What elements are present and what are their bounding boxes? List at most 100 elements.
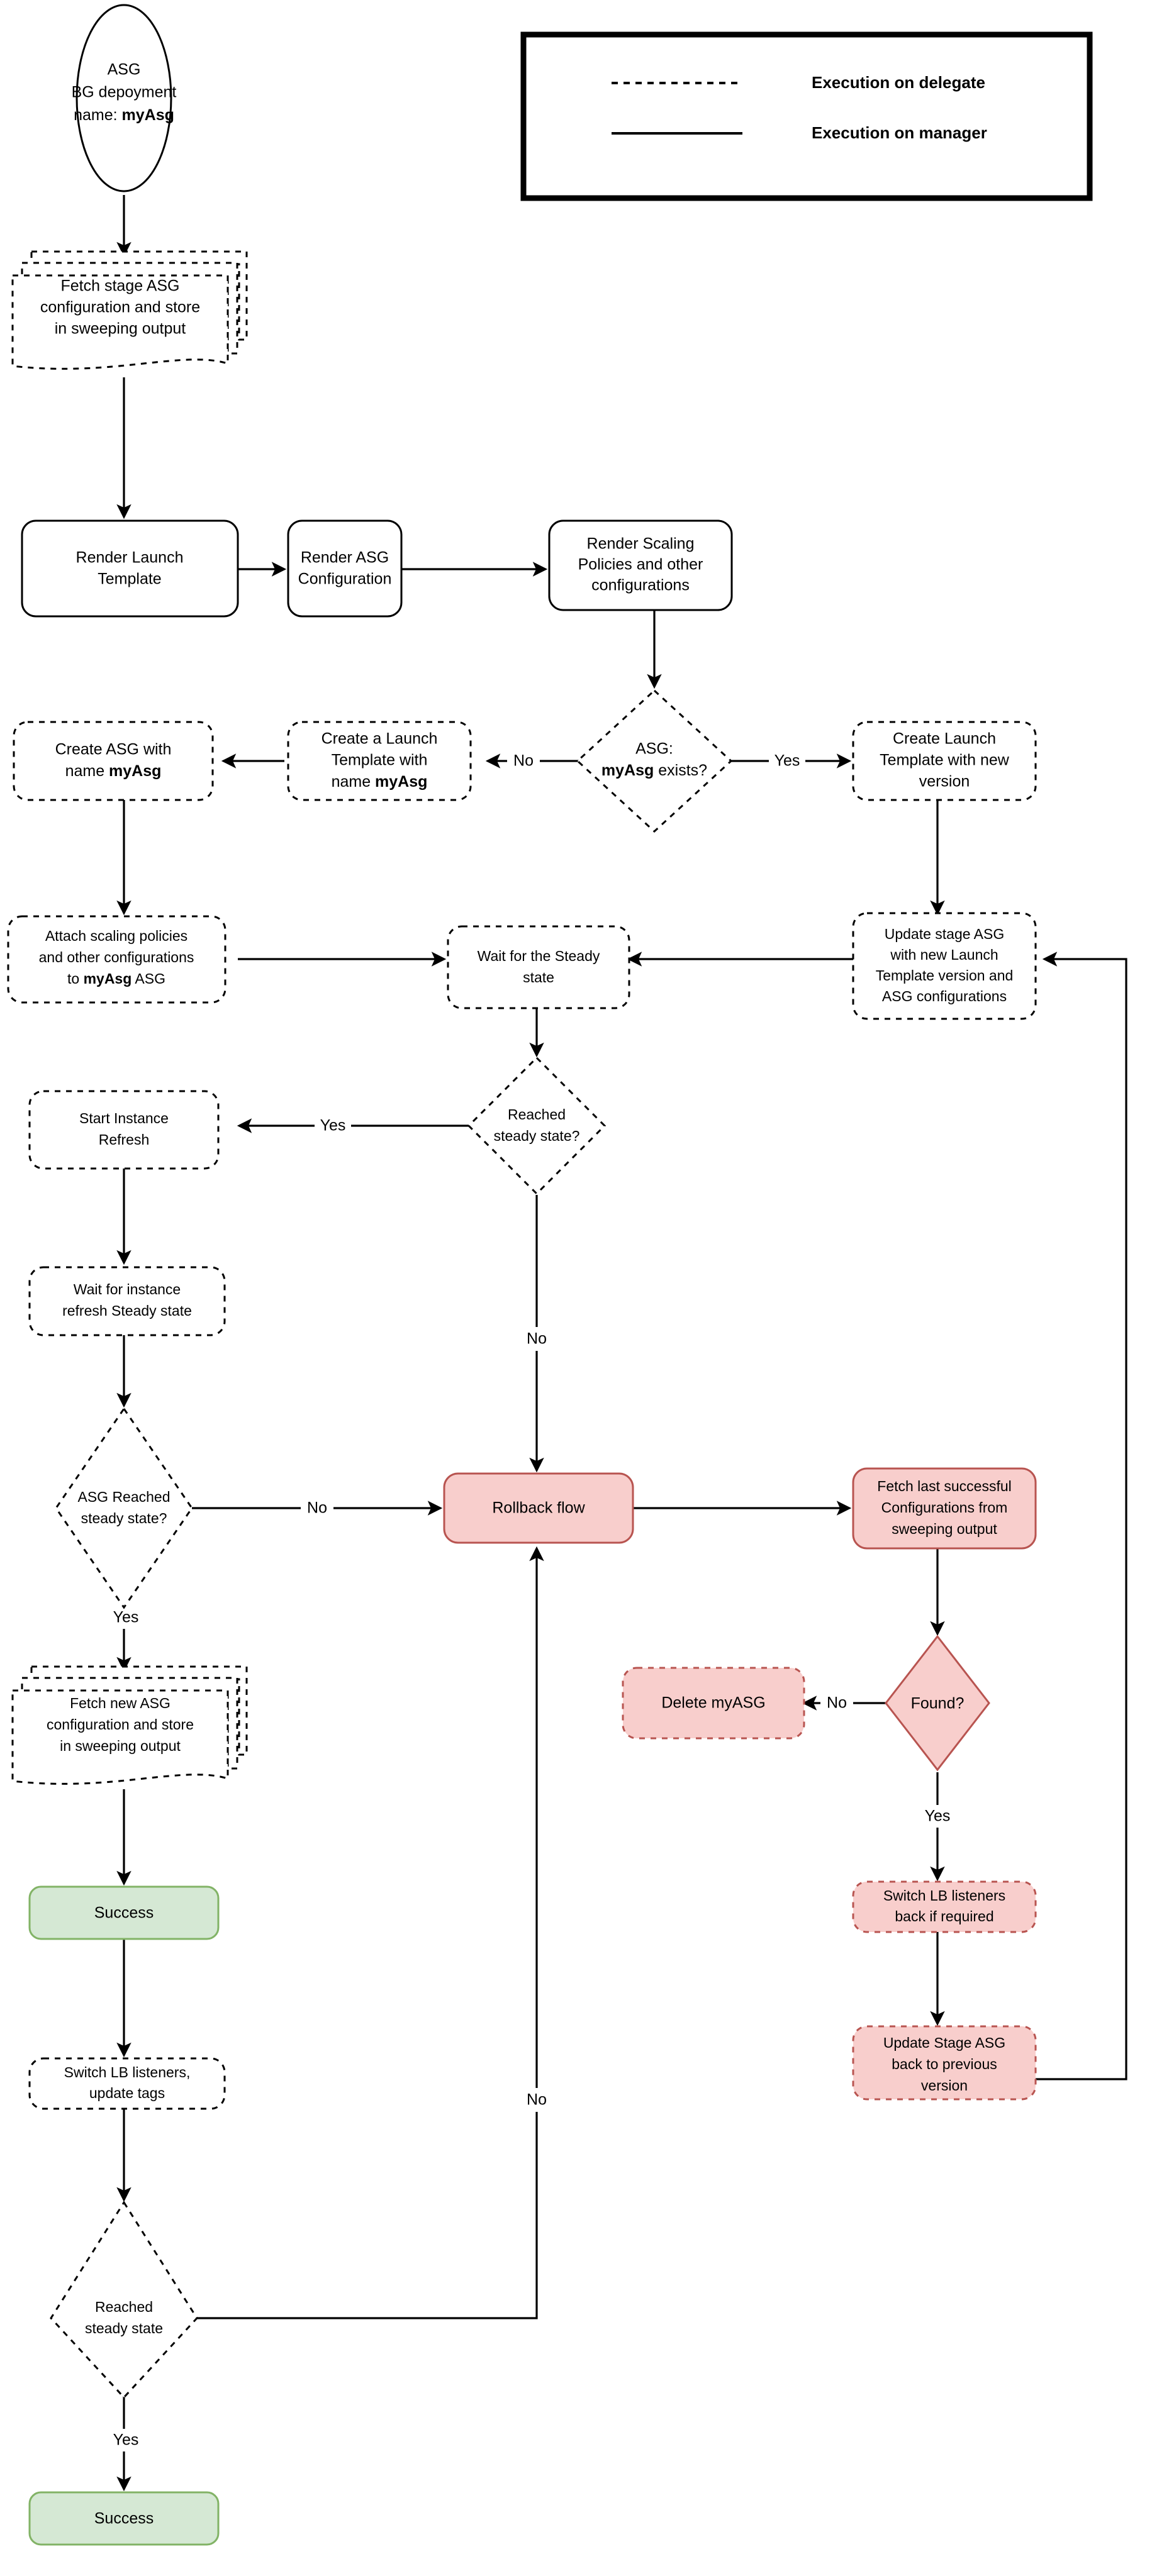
create-asg-myasg-box[interactable] [13, 721, 214, 801]
create-launch-template-new-version-box[interactable] [852, 721, 1037, 801]
create-lt-myasg-line3: name myAsg [332, 773, 428, 791]
start-ellipse[interactable] [75, 4, 172, 192]
edge-label-reached2-no: No [527, 2091, 547, 2109]
reached-steady-state-1-diamond[interactable] [467, 1056, 607, 1196]
update-stage-asg-box[interactable] [852, 912, 1037, 1020]
asg-reached-steady-state-diamond[interactable] [55, 1407, 193, 1609]
node-wait-instance-refresh[interactable]: Wait for instance refresh Steady state [28, 1266, 226, 1336]
success-2-box[interactable] [28, 2491, 220, 2546]
node-switch-lb-listeners-back[interactable]: Switch LB listeners back if required [852, 1880, 1037, 1933]
switch-lb-tags-line1: Switch LB listeners, [64, 2064, 191, 2080]
found-label: Found? [911, 1695, 965, 1713]
render-scaling-policies-line2: Policies and other [578, 556, 703, 574]
node-reached-steady-state-1[interactable]: Reached steady state? [467, 1056, 607, 1196]
attach-scaling-line2: and other configurations [39, 949, 194, 965]
node-update-stage-asg-previous[interactable]: Update Stage ASG back to previous versio… [852, 2025, 1037, 2101]
fetch-stage-label-line1: Fetch stage ASG [61, 277, 180, 295]
fetch-last-line2: Configurations from [881, 1499, 1008, 1516]
start-label-line3: name: myAsg [74, 106, 174, 124]
create-launch-template-myasg-box[interactable] [287, 721, 472, 801]
switch-lb-tags-line2: update tags [89, 2085, 165, 2101]
success-1-label: Success [94, 1904, 154, 1922]
node-attach-scaling-policies[interactable]: Attach scaling policies and other config… [7, 915, 226, 1004]
create-lt-newver-line1: Create Launch [893, 730, 996, 748]
node-rollback-flow[interactable]: Rollback flow [443, 1472, 634, 1544]
delete-myasg-box[interactable] [622, 1667, 805, 1740]
rollback-flow-box[interactable] [443, 1472, 634, 1544]
create-asg-myasg-line1: Create ASG with [55, 741, 172, 758]
fetch-last-line3: sweeping output [892, 1521, 997, 1537]
legend-label-delegate: Execution on delegate [812, 73, 985, 92]
node-switch-lb-listeners-update-tags[interactable]: Switch LB listeners, update tags [28, 2057, 226, 2110]
wait-instance-refresh-line1: Wait for instance [74, 1281, 181, 1297]
reached-steady-state-2-diamond[interactable] [50, 2201, 198, 2399]
render-launch-template-box[interactable] [21, 519, 239, 618]
node-render-scaling-policies[interactable]: Render Scaling Policies and other config… [548, 519, 733, 611]
rollback-flow-label: Rollback flow [492, 1499, 585, 1517]
asg-exists-diamond[interactable] [576, 689, 733, 833]
render-asg-configuration-box[interactable] [287, 519, 403, 618]
node-update-stage-asg[interactable]: Update stage ASG with new Launch Templat… [852, 912, 1037, 1020]
node-wait-steady-state[interactable]: Wait for the Steady state [447, 925, 630, 1009]
found-diamond[interactable] [885, 1635, 990, 1772]
node-render-launch-template[interactable]: Render Launch Template [21, 519, 239, 618]
node-start[interactable]: ASG BG depoyment name: myAsg [72, 4, 177, 192]
update-stage-asg-line4: ASG configurations [882, 988, 1007, 1004]
node-reached-steady-state-2[interactable]: Reached steady state [50, 2201, 198, 2399]
reached-steady-2-line1: Reached [95, 2299, 153, 2315]
asg-reached-line2: steady state? [81, 1510, 167, 1526]
switch-lb-listeners-update-tags-box[interactable] [28, 2057, 226, 2110]
node-start-instance-refresh[interactable]: Start Instance Refresh [28, 1090, 220, 1170]
wait-steady-state-box[interactable] [447, 925, 630, 1009]
wait-steady-line1: Wait for the Steady [478, 948, 600, 964]
asg-exists-line2: myAsg exists? [601, 762, 707, 779]
node-fetch-stage-asg[interactable]: Fetch stage ASG configuration and store … [11, 250, 248, 370]
wait-instance-refresh-box[interactable] [28, 1266, 226, 1336]
edge-label-asg-reached-yes: Yes [113, 1609, 139, 1626]
update-stage-asg-line1: Update stage ASG [885, 926, 1005, 942]
fetch-stage-doc-back1 [21, 262, 238, 355]
node-create-launch-template-new-version[interactable]: Create Launch Template with new version [852, 721, 1037, 801]
reached-steady-1-line1: Reached [508, 1106, 566, 1123]
update-stage-asg-line2: with new Launch [890, 947, 998, 963]
start-label-line1: ASG [108, 61, 141, 79]
reached-steady-1-line2: steady state? [494, 1128, 580, 1144]
node-create-launch-template-myasg[interactable]: Create a Launch Template with name myAsg [287, 721, 472, 801]
update-prev-line3: version [921, 2077, 968, 2094]
node-success-1[interactable]: Success [28, 1885, 220, 1940]
render-asg-configuration-line1: Render ASG [301, 549, 389, 567]
attach-scaling-policies-box[interactable] [7, 915, 226, 1004]
fetch-last-line1: Fetch last successful [877, 1478, 1011, 1494]
create-lt-newver-line2: Template with new [880, 752, 1010, 769]
render-scaling-policies-line3: configurations [591, 577, 690, 594]
render-scaling-policies-box[interactable] [548, 519, 733, 611]
node-found-decision[interactable]: Found? [885, 1635, 990, 1772]
create-lt-newver-line3: version [919, 773, 970, 791]
node-success-2[interactable]: Success [28, 2491, 220, 2546]
node-render-asg-configuration[interactable]: Render ASG Configuration [287, 519, 403, 618]
node-asg-exists-decision[interactable]: ASG: myAsg exists? [576, 689, 733, 833]
fetch-new-line3: in sweeping output [60, 1738, 181, 1754]
start-instance-refresh-line1: Start Instance [79, 1110, 169, 1126]
switch-lb-listeners-back-box[interactable] [852, 1880, 1037, 1933]
fetch-new-line2: configuration and store [47, 1716, 194, 1733]
edge-reached2-no-to-rollback [197, 1546, 544, 2319]
create-lt-myasg-line1: Create a Launch [322, 730, 438, 748]
node-asg-reached-steady-state[interactable]: ASG Reached steady state? [55, 1407, 193, 1609]
success-2-label: Success [94, 2510, 154, 2528]
fetch-last-successful-box[interactable] [852, 1467, 1037, 1550]
node-create-asg-myasg[interactable]: Create ASG with name myAsg [13, 721, 214, 801]
node-fetch-last-successful[interactable]: Fetch last successful Configurations fro… [852, 1467, 1037, 1550]
update-stage-asg-previous-box[interactable] [852, 2025, 1037, 2101]
attach-scaling-line1: Attach scaling policies [45, 928, 187, 944]
success-1-box[interactable] [28, 1885, 220, 1940]
edge-update-prev-loopback [1031, 952, 1127, 2080]
switch-lb-back-line2: back if required [895, 1908, 993, 1924]
fetch-stage-label-line3: in sweeping output [55, 320, 186, 338]
node-delete-myasg[interactable]: Delete myASG [622, 1667, 805, 1740]
render-scaling-policies-line1: Render Scaling [587, 535, 695, 553]
update-prev-line2: back to previous [892, 2056, 997, 2072]
node-fetch-new-asg[interactable]: Fetch new ASG configuration and store in… [11, 1665, 248, 1785]
start-instance-refresh-box[interactable] [28, 1090, 220, 1170]
